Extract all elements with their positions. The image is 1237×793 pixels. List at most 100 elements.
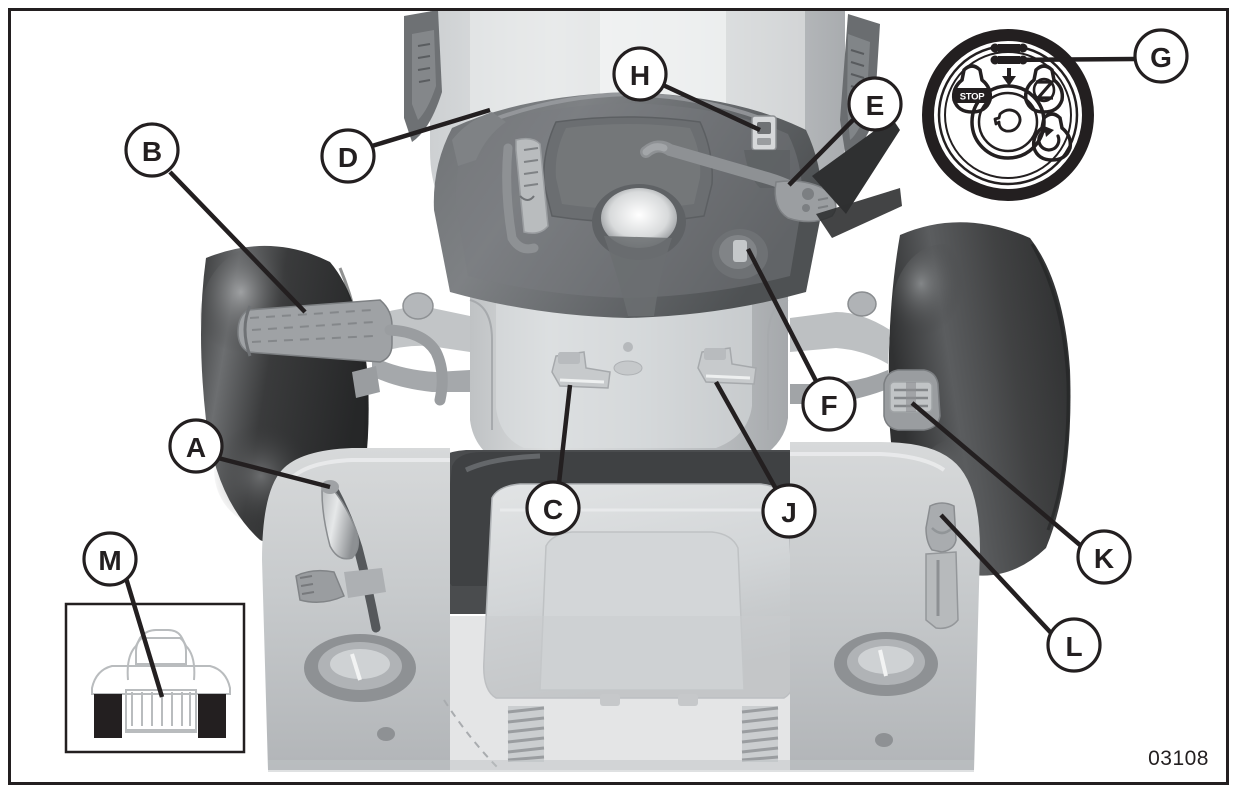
switch-position-lights (1023, 64, 1065, 114)
pto-wheel-2 (1018, 43, 1028, 53)
dash-left-cover (452, 112, 506, 166)
callout-A-label: A (186, 432, 206, 463)
switch-hub-inner (977, 91, 1039, 153)
lever-shaft-tip (642, 143, 668, 156)
callout-C-label: C (543, 494, 563, 525)
throttle-plate (515, 137, 549, 234)
handle-grip-body (237, 299, 393, 363)
spring-left-coils (507, 706, 545, 762)
callout-H-circle[interactable] (612, 46, 668, 102)
right-pedal-assembly (834, 632, 938, 747)
callout-F-label: F (820, 390, 837, 421)
callout-D-circle[interactable] (320, 128, 376, 184)
switch-position-stop: STOP (951, 64, 993, 114)
leader-line-H (662, 82, 761, 133)
callout-D-label: D (338, 142, 358, 173)
callout-K[interactable]: K (1076, 529, 1132, 585)
throttle-symbol (519, 195, 535, 201)
stop-label-bg (955, 88, 989, 103)
callout-A[interactable]: A (168, 418, 224, 474)
stop-label-text: STOP (960, 92, 985, 103)
inset-tire-right (198, 694, 226, 738)
grab-handle-stem (925, 551, 959, 630)
callout-L-circle[interactable] (1046, 617, 1102, 673)
grab-handle-notch (931, 527, 953, 535)
callout-G-circle[interactable] (1133, 28, 1189, 84)
callout-A-circle[interactable] (168, 418, 224, 474)
callout-B-label: B (142, 136, 162, 167)
callout-F-circle[interactable] (801, 376, 857, 432)
axle-bracket-left (352, 366, 380, 398)
callout-B-circle[interactable] (124, 122, 180, 178)
lift-lever-grip (321, 482, 359, 560)
key-switch-slot (757, 122, 771, 134)
left-pedal-assembly (304, 634, 416, 741)
throttle-notches (523, 147, 539, 187)
callout-L-label: L (1065, 631, 1082, 662)
lever-right-tab (704, 348, 726, 360)
inset-tractor-rear-view (91, 629, 231, 738)
lever-knob-symbol-2 (802, 204, 810, 212)
callout-B[interactable]: B (124, 122, 180, 178)
callout-K-circle[interactable] (1076, 529, 1132, 585)
console-seam-right (767, 299, 789, 430)
callout-H-label: H (630, 60, 650, 91)
key-run-symbol (993, 108, 1022, 133)
spring-left (507, 706, 545, 762)
start-arc-symbol (1037, 128, 1061, 152)
inset-tire-left (94, 694, 122, 738)
axle-arm-right (790, 312, 890, 364)
leader-line-K (910, 401, 1082, 547)
throttle-lever-arm (502, 143, 539, 254)
callout-F[interactable]: F (801, 376, 857, 432)
leader-line-E (787, 118, 855, 187)
pto-arrow-head (1002, 76, 1016, 86)
callout-H[interactable]: H (612, 46, 668, 102)
lights-z-symbol (1036, 80, 1054, 100)
leader-line-F (745, 247, 819, 383)
callout-D[interactable]: D (320, 128, 376, 184)
console-boss (613, 360, 643, 376)
callout-M[interactable]: M (82, 531, 138, 587)
callout-J-circle[interactable] (761, 483, 817, 539)
left-fender-grab-handle (237, 299, 448, 406)
console-seam-left (469, 299, 493, 430)
spring-right (741, 706, 779, 762)
inset-seat-outline (126, 629, 196, 681)
leader-lines (123, 56, 1136, 698)
callout-J[interactable]: J (761, 483, 817, 539)
leader-line-G (1004, 56, 1136, 63)
inset-fender-deck (91, 665, 231, 695)
shaft-column (604, 236, 672, 316)
handle-grip-texture (249, 309, 375, 343)
callout-G[interactable]: G (1133, 28, 1189, 84)
spring-right-coils (741, 706, 779, 762)
leader-line-J (714, 380, 778, 491)
deck-left-highlight (290, 458, 450, 480)
deck-bottom-shade (268, 760, 974, 772)
lift-lever-left (295, 480, 386, 633)
dash-side-shadow-right-2 (816, 188, 902, 238)
leader-line-B (168, 170, 307, 314)
lever-left-tab (558, 352, 580, 364)
stop-badge-outline (951, 64, 993, 114)
rear-view-inset (64, 602, 246, 754)
inset-seat-back (135, 637, 187, 665)
callout-C-circle[interactable] (525, 480, 581, 536)
seat-back-highlight (464, 453, 541, 473)
switch-position-start (1031, 112, 1073, 162)
callout-M-circle[interactable] (82, 531, 138, 587)
lever-left-highlight (559, 378, 605, 384)
pto-wheel-3 (990, 55, 1000, 65)
callout-E-circle[interactable] (847, 76, 903, 132)
callout-E[interactable]: E (847, 76, 903, 132)
callout-C[interactable]: C (525, 480, 581, 536)
seat-springs (507, 706, 779, 762)
louvre-slats-left (417, 43, 431, 83)
leader-line-C (556, 384, 573, 484)
callout-L[interactable]: L (1046, 617, 1102, 673)
pto-knob-stem (733, 240, 747, 262)
pto-knob (712, 229, 768, 279)
